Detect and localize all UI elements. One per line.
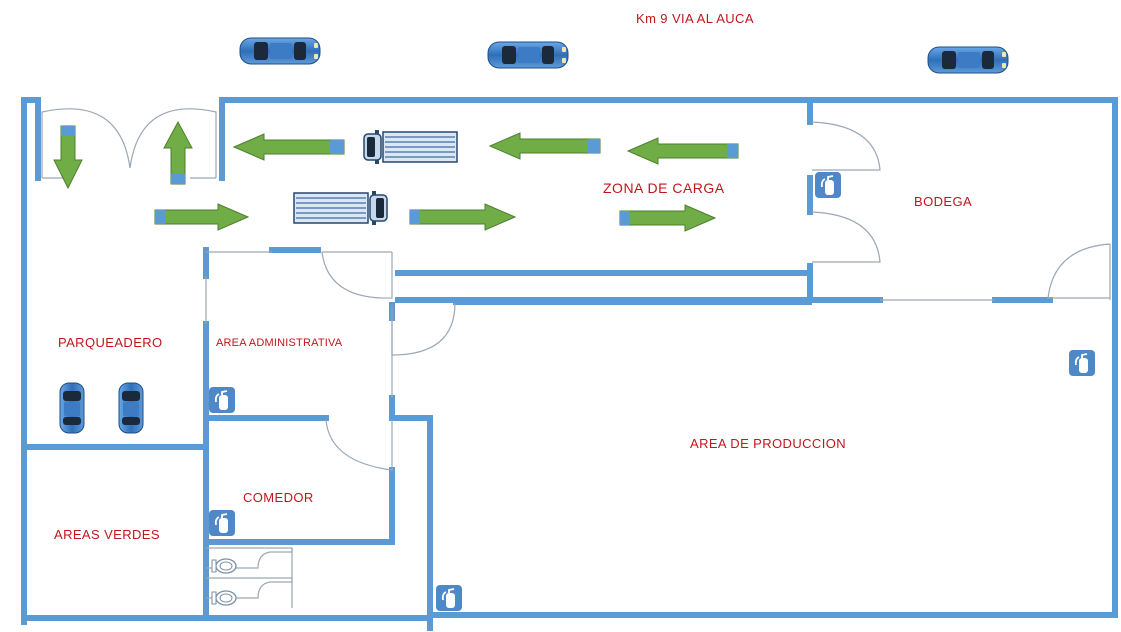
fire-extinguisher-icon <box>436 585 462 611</box>
fire-extinguisher-icon <box>815 172 841 198</box>
door-swing-icon <box>391 302 456 356</box>
door-swing-icon <box>1047 243 1111 299</box>
restrooms <box>211 558 237 606</box>
door-swing-icon <box>325 419 393 471</box>
door-swing-icon <box>41 108 131 178</box>
direction-arrow-icon <box>488 132 601 160</box>
direction-arrow-icon <box>154 203 250 231</box>
traffic-arrows <box>53 120 739 232</box>
direction-arrow-icon <box>619 204 717 232</box>
loading-zone-label: ZONA DE CARGA <box>603 180 725 196</box>
warehouse-label: BODEGA <box>914 194 973 209</box>
direction-arrow-icon <box>232 133 345 161</box>
door-swings <box>41 108 1111 608</box>
door-swing-icon <box>811 121 881 171</box>
direction-arrow-icon <box>163 120 193 185</box>
direction-arrow-icon <box>626 137 739 165</box>
green-areas-label: AREAS VERDES <box>54 527 160 542</box>
admin-area-label: AREA ADMINISTRATIVA <box>216 337 343 349</box>
dining-label: COMEDOR <box>243 490 314 505</box>
truck-icon <box>363 129 458 165</box>
walls <box>21 97 1118 631</box>
direction-arrow-icon <box>409 203 517 231</box>
truck-icon <box>293 190 388 226</box>
car-icon <box>927 46 1009 74</box>
door-swing-icon <box>321 251 393 299</box>
door-swing-icon <box>811 211 881 263</box>
car-icon <box>239 37 321 65</box>
fire-extinguisher-icon <box>209 510 235 536</box>
car-icon <box>59 382 85 434</box>
parking-label: PARQUEADERO <box>58 335 163 350</box>
door-swing-icon <box>129 108 217 178</box>
direction-arrow-icon <box>53 125 83 190</box>
fire-extinguisher-icon <box>1069 350 1095 376</box>
car-icon <box>487 41 569 69</box>
road-label: Km 9 VIA AL AUCA <box>636 11 754 26</box>
toilet-icon <box>211 558 237 574</box>
toilet-icon <box>211 590 237 606</box>
fire-extinguisher-icon <box>209 387 235 413</box>
car-icon <box>118 382 144 434</box>
production-area-label: AREA DE PRODUCCION <box>690 436 847 451</box>
